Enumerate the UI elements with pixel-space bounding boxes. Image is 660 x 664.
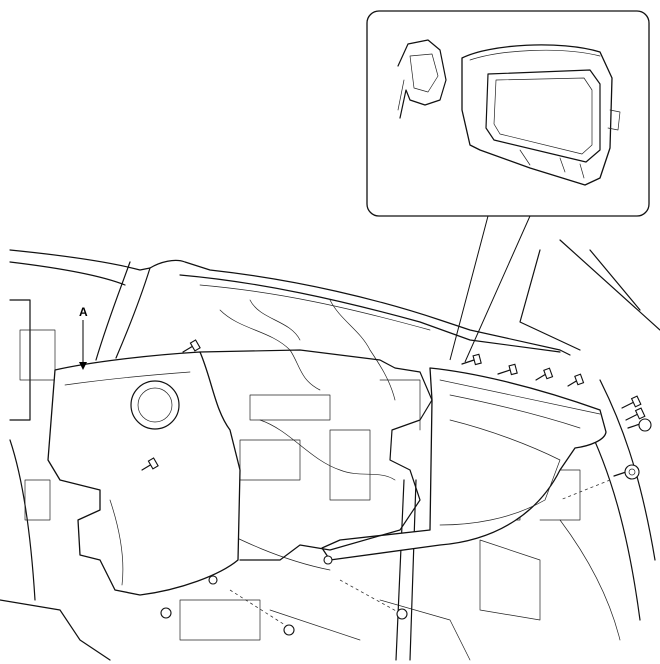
- bolt-bottom-4: [323, 555, 333, 565]
- bolt-top-4: [567, 373, 585, 387]
- bolt-right-4: [613, 464, 640, 480]
- callout-a-arrowhead: [79, 362, 87, 370]
- bolt-bottom-5: [208, 575, 218, 585]
- bolt-bottom-1: [160, 607, 172, 619]
- mounting-bolts: [141, 339, 652, 636]
- bolt-top-1: [461, 353, 482, 366]
- bolt-bottom-3: [396, 608, 408, 620]
- center-fascia-bracket: [199, 349, 433, 561]
- bolt-top-2: [497, 363, 518, 376]
- callout-a: A: [79, 305, 88, 370]
- crash-pad-left-section: [47, 351, 241, 596]
- removal-direction-lines: [229, 479, 611, 626]
- bolt-bottom-2: [283, 624, 295, 636]
- bolt-right-1: [621, 395, 642, 409]
- crash-pad-right-section: [321, 367, 607, 561]
- bolt-top-3: [535, 367, 554, 381]
- bolt-left-top: [182, 339, 201, 353]
- detail-inset: [366, 10, 650, 363]
- bolt-right-3: [627, 418, 652, 432]
- callout-a-label: A: [79, 305, 88, 319]
- detail-inset-leader: [449, 215, 531, 363]
- bolt-right-2: [625, 407, 646, 421]
- detail-inset-part-drawing: [397, 39, 621, 186]
- bolt-left-mid: [141, 457, 159, 471]
